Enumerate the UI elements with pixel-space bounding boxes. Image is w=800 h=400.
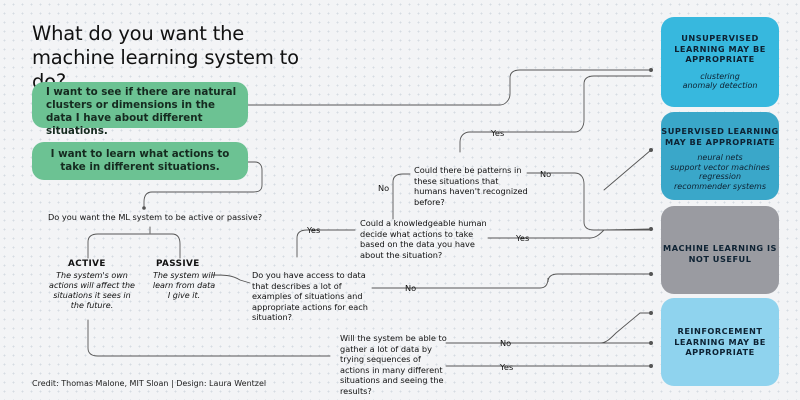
connector-clusters-to-unsupervised — [247, 69, 652, 106]
connector-patterns-no — [526, 172, 652, 231]
connector-actions-to-active-passive — [143, 161, 263, 209]
option-actions: I want to learn what actions to take in … — [32, 142, 248, 180]
connector-gather-no — [445, 312, 652, 344]
result-supervised-item: support vector machines — [670, 162, 770, 172]
connector-patterns-yes — [459, 75, 652, 153]
passive-title: PASSIVE — [156, 259, 200, 269]
question-patterns: Could there be patterns in these situati… — [414, 165, 528, 207]
connector-human-no — [392, 173, 411, 220]
result-reinforcement: REINFORCEMENT LEARNING MAY BE APPROPRIAT… — [661, 298, 779, 386]
label-patterns-yes: Yes — [491, 128, 505, 138]
question-active-passive: Do you want the ML system to be active o… — [48, 212, 263, 222]
active-description: The system's own actions will affect the… — [49, 271, 135, 310]
label-data-no: No — [405, 283, 417, 293]
result-supervised-item: neural nets — [697, 153, 743, 162]
result-not-useful-title: MACHINE LEARNING IS NOT USEFUL — [663, 243, 777, 264]
page-title: What do you want the machine learning sy… — [32, 22, 299, 93]
result-supervised: SUPERVISED LEARNING MAY BE APPROPRIATE n… — [661, 112, 779, 200]
result-unsupervised-item: clustering — [700, 71, 740, 81]
connector-active-to-gather — [87, 319, 331, 357]
active-title: ACTIVE — [68, 259, 106, 269]
question-gather: Will the system be able to gather a lot … — [340, 333, 447, 396]
label-gather-no: No — [500, 338, 512, 348]
label-gather-yes: Yes — [500, 362, 514, 372]
result-supervised-item: regression — [698, 172, 742, 181]
connector-data-access-no — [371, 273, 652, 289]
connector-supervised-join — [603, 149, 652, 191]
result-not-useful: MACHINE LEARNING IS NOT USEFUL — [661, 206, 779, 294]
connector-passive-to-data-access — [211, 274, 251, 284]
result-unsupervised-item: anomaly detection — [682, 81, 758, 90]
passive-description: The system will learn from data I give i… — [152, 271, 216, 300]
option-clusters: I want to see if there are natural clust… — [32, 82, 248, 137]
result-supervised-title: SUPERVISED LEARNING MAY BE APPROPRIATE — [661, 126, 779, 147]
label-data-yes: Yes — [307, 225, 321, 235]
question-data-access: Do you have access to data that describe… — [252, 270, 368, 322]
credit-line: Credit: Thomas Malone, MIT Sloan | Desig… — [32, 379, 267, 388]
connector-active-passive-branch — [87, 226, 181, 259]
result-supervised-item: recommender systems — [673, 181, 766, 191]
label-patterns-no: No — [540, 169, 552, 179]
connector-data-access-yes — [296, 229, 356, 258]
label-human-no: No — [378, 183, 390, 193]
question-human-decide: Could a knowledgeable human decide what … — [360, 218, 487, 260]
result-unsupervised: UNSUPERVISED LEARNING MAY BE APPROPRIATE… — [661, 17, 779, 107]
result-reinforcement-title: REINFORCEMENT LEARNING MAY BE APPROPRIAT… — [674, 326, 766, 357]
result-unsupervised-title: UNSUPERVISED LEARNING MAY BE APPROPRIATE — [674, 33, 766, 64]
label-human-yes: Yes — [516, 233, 530, 243]
